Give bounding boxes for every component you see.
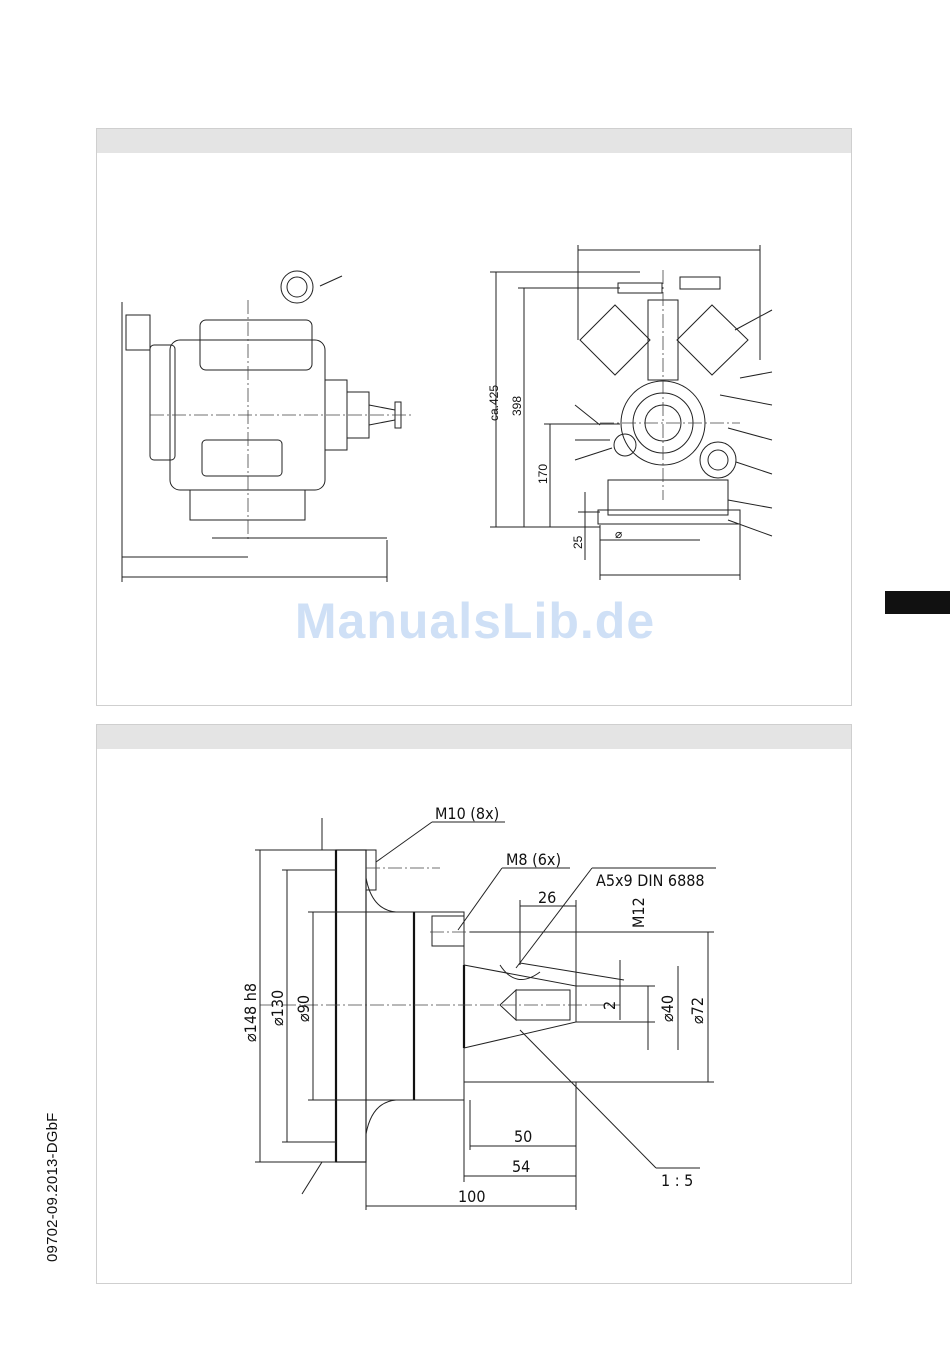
label-taper: 1 : 5 [661, 1171, 693, 1190]
dia-40: ⌀40 [658, 995, 677, 1022]
dia-148: ⌀148 h8 [241, 983, 260, 1042]
dim-overall-height: ca.425 [487, 385, 501, 421]
label-key: A5x9 DIN 6888 [596, 871, 705, 890]
label-thread-m12: M12 [629, 897, 648, 928]
dim-2: 2 [600, 1001, 619, 1010]
dim-base-25: 25 [571, 535, 585, 549]
compressor-side-view [122, 271, 412, 582]
dim-height-170: 170 [536, 464, 550, 484]
label-thread-m8: M8 (6x) [506, 850, 561, 869]
dim-diameter-symbol: ⌀ [615, 527, 622, 541]
dia-72: ⌀72 [688, 997, 707, 1024]
dia-130: ⌀130 [268, 990, 287, 1026]
label-thread-m10: M10 (8x) [435, 804, 499, 823]
dim-100: 100 [458, 1187, 485, 1206]
dim-height-398: 398 [510, 396, 524, 416]
shaft-end-drawing: M10 (8x) M8 (6x) A5x9 DIN 6888 26 M12 2 … [241, 804, 716, 1210]
dia-90: ⌀90 [294, 995, 313, 1022]
compressor-front-view: ca.425 398 170 25 ⌀ [487, 245, 772, 580]
dim-50: 50 [514, 1127, 532, 1146]
dim-26: 26 [538, 888, 556, 907]
dim-54: 54 [512, 1157, 530, 1176]
